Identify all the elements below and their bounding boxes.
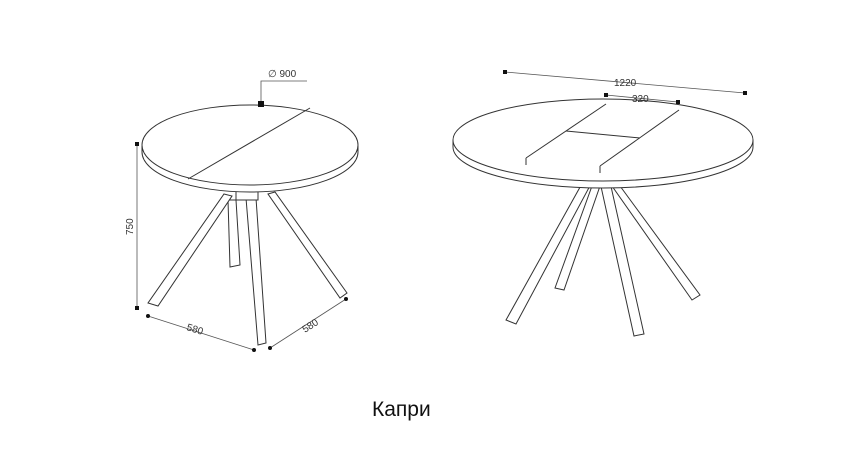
length-label: 1220 xyxy=(614,78,637,89)
leg-left xyxy=(505,179,593,325)
depth-label: 580 xyxy=(301,317,321,336)
product-name: Капри xyxy=(372,398,431,421)
insert-label: 320 xyxy=(632,94,649,105)
compact-table: ∅ 900 750 580 580 xyxy=(125,69,359,352)
leg-left xyxy=(147,193,233,307)
leg-back xyxy=(227,199,241,268)
diameter-label: ∅ 900 xyxy=(268,69,297,80)
extended-table: 1220 320 xyxy=(452,70,754,337)
insert-split xyxy=(565,130,641,139)
leg-front xyxy=(245,197,267,346)
leg-front xyxy=(599,181,645,337)
depth-dimension xyxy=(269,298,347,349)
compact-table-legs xyxy=(147,189,348,346)
diameter-leader xyxy=(260,80,307,104)
width-dimension xyxy=(147,315,255,351)
leg-right xyxy=(267,191,348,299)
tabletop xyxy=(141,104,359,186)
insert-dimension xyxy=(605,94,679,103)
width-label: 580 xyxy=(185,322,205,338)
height-label: 750 xyxy=(125,218,136,235)
tabletop xyxy=(452,98,754,182)
length-dimension xyxy=(504,71,746,94)
split-line xyxy=(187,107,311,180)
